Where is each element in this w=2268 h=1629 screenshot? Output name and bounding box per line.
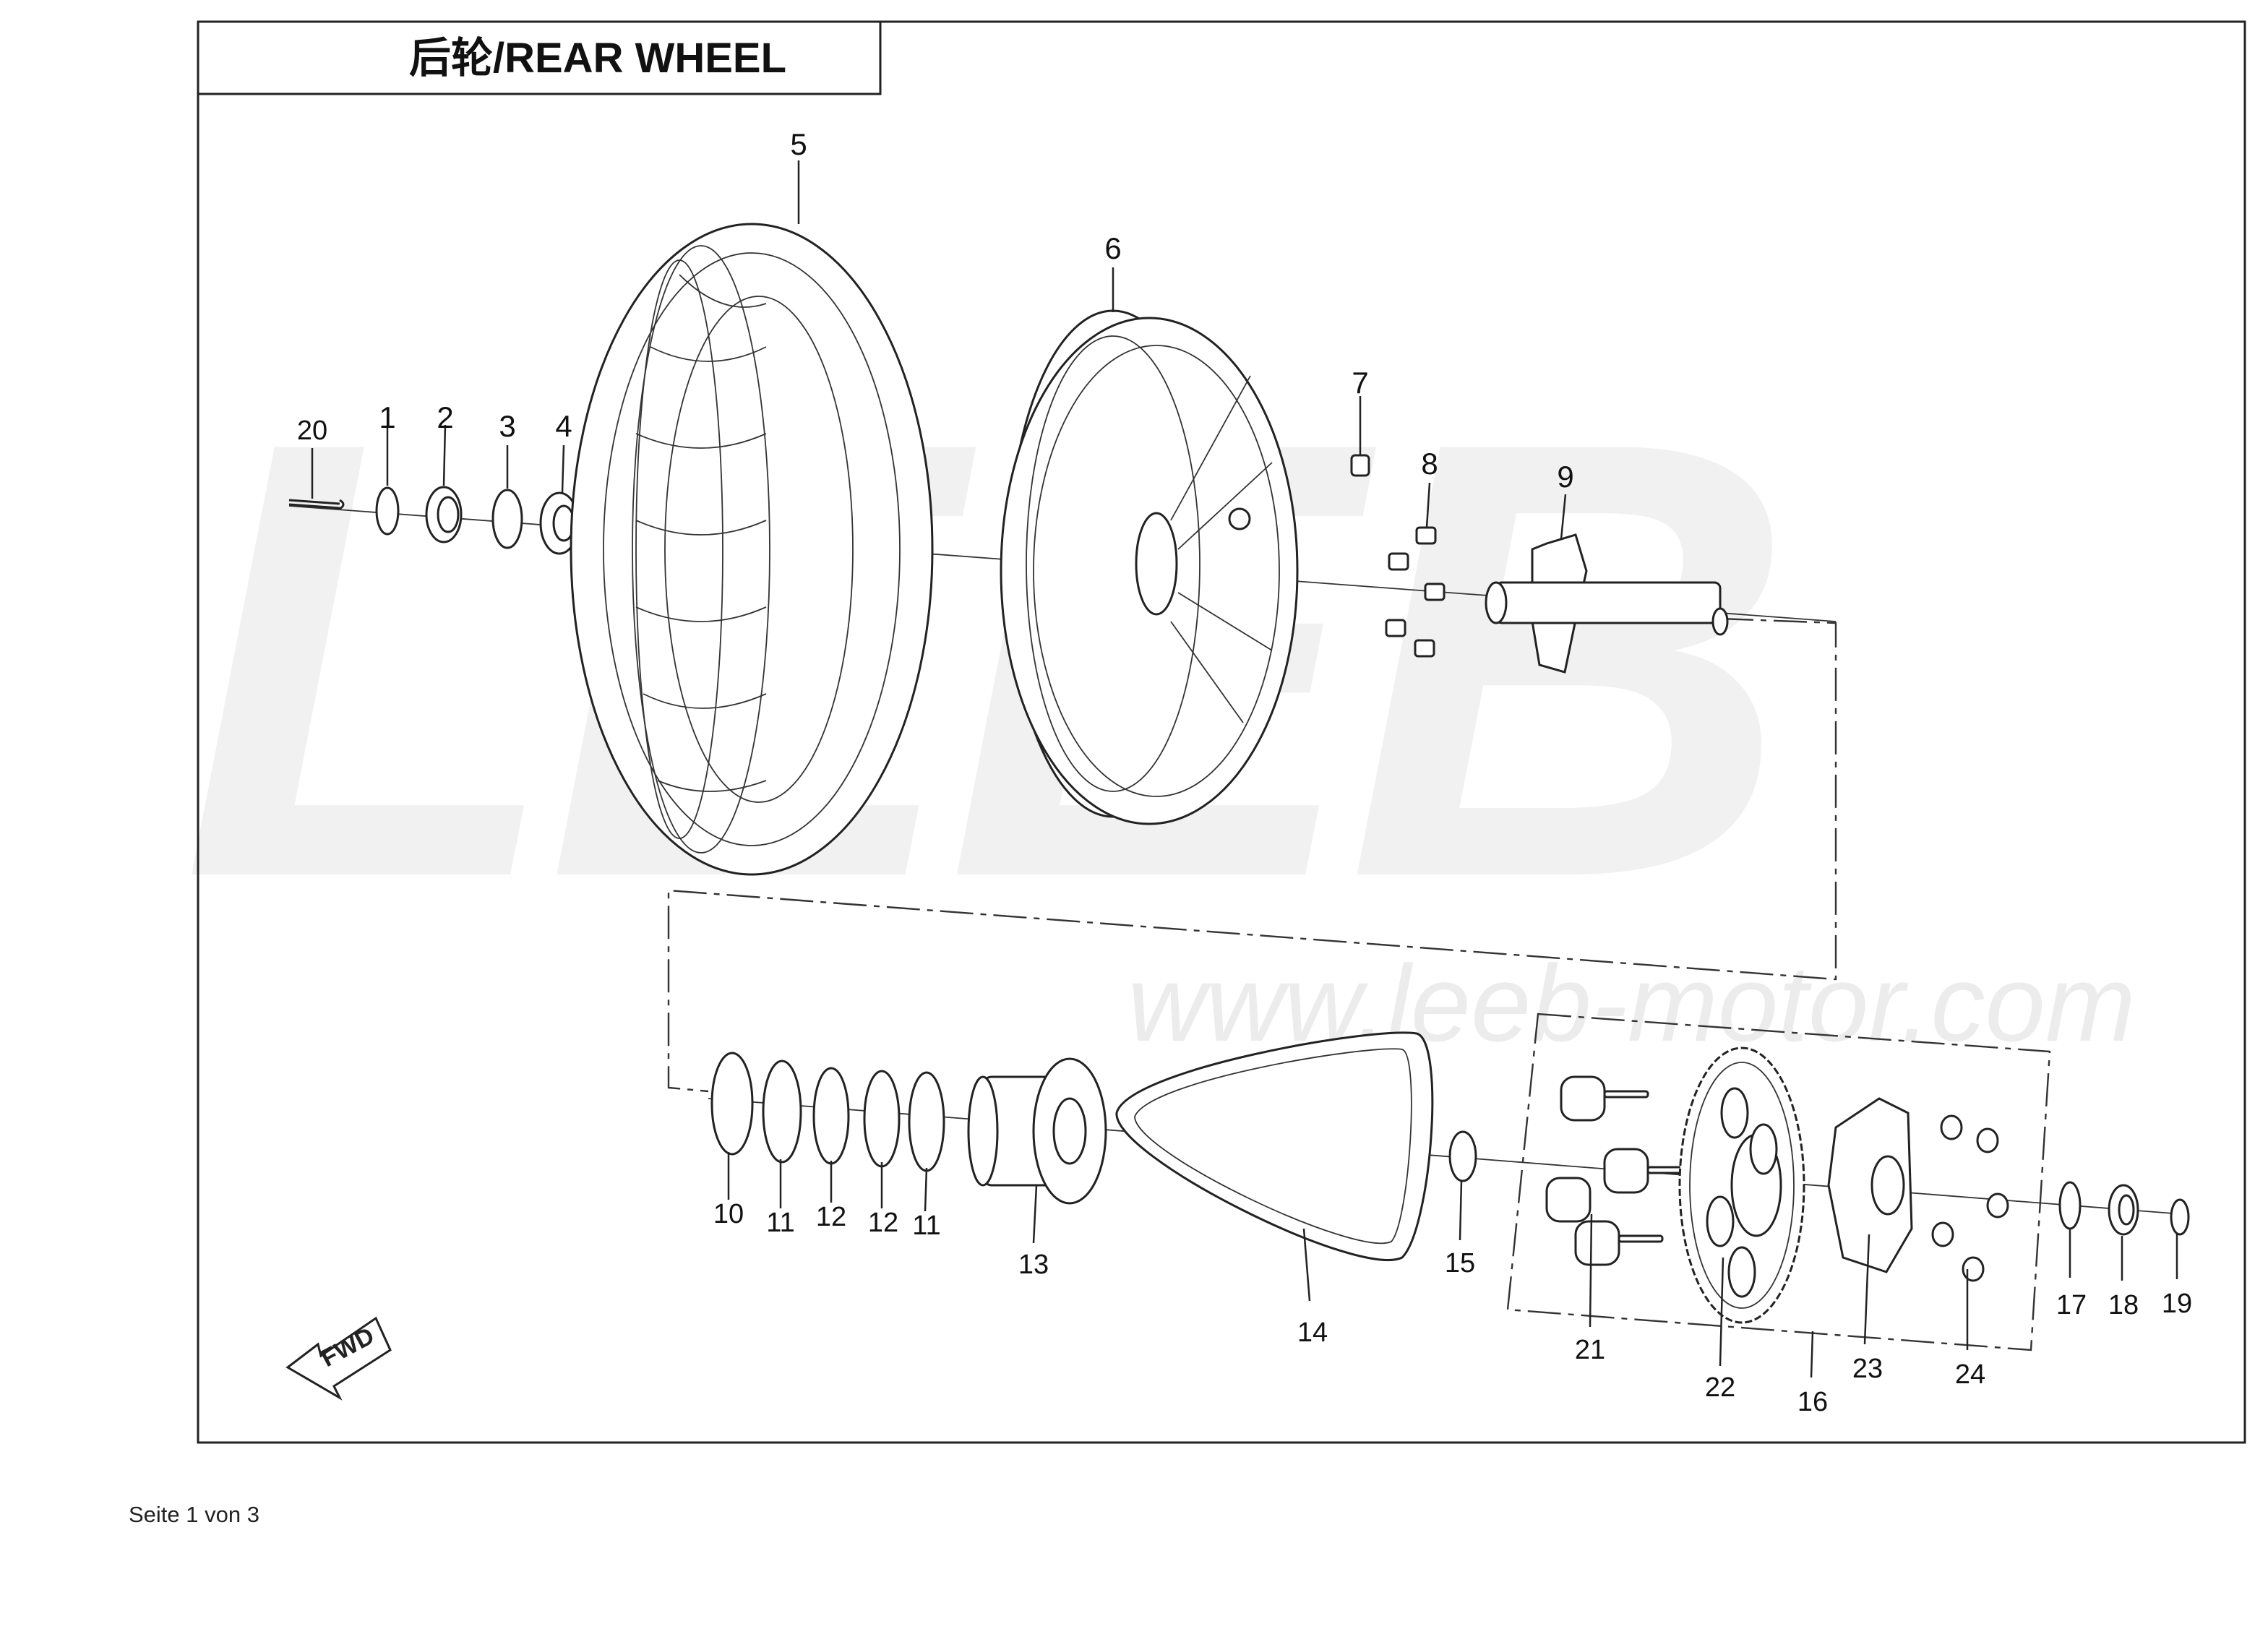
circlip-lower-part xyxy=(710,1052,754,1156)
watermark: LEEB www.leeb-motor.com xyxy=(181,312,2136,1064)
tire-part xyxy=(570,223,934,876)
rubber-dampers-part xyxy=(1545,1075,1693,1266)
callout-2: 2 xyxy=(437,400,453,434)
callout-13: 13 xyxy=(1018,1250,1049,1280)
hub-part xyxy=(967,1057,1107,1205)
callout-labels: 20 1 2 3 4 5 6 7 8 9 10 11 12 12 11 13 1… xyxy=(297,127,2192,1417)
rim-part xyxy=(1000,309,1299,825)
title-box xyxy=(197,20,882,95)
watermark-logo: LEEB xyxy=(181,312,1781,1007)
leader-lines xyxy=(311,160,2178,1378)
callout-21: 21 xyxy=(1575,1335,1605,1365)
callout-12a: 12 xyxy=(816,1202,846,1232)
callout-24: 24 xyxy=(1955,1359,1985,1390)
callout-18: 18 xyxy=(2108,1290,2139,1320)
callout-3: 3 xyxy=(499,409,515,443)
callout-6: 6 xyxy=(1104,231,1121,265)
callout-5: 5 xyxy=(790,127,807,161)
axle-nut-part xyxy=(425,486,463,543)
axle-nut-lower-part xyxy=(2108,1184,2139,1236)
callout-22: 22 xyxy=(1705,1372,1735,1403)
callout-9: 9 xyxy=(1557,460,1573,494)
circlip-end-part xyxy=(2170,1198,2190,1236)
seal-part-1 xyxy=(762,1060,802,1164)
callout-16: 16 xyxy=(1797,1387,1828,1417)
callout-15: 15 xyxy=(1445,1248,1475,1278)
callout-23: 23 xyxy=(1852,1354,1883,1384)
washer-part xyxy=(491,489,523,549)
callout-4: 4 xyxy=(555,409,572,443)
bearing-part-2 xyxy=(863,1070,901,1168)
callout-1: 1 xyxy=(379,400,395,434)
watermark-url: www.leeb-motor.com xyxy=(1127,942,2136,1064)
page-footer: Seite 1 von 3 xyxy=(129,1502,259,1527)
washer-lower-part xyxy=(2058,1181,2082,1230)
sprocket-carrier-part xyxy=(1827,1097,1913,1273)
seal-part-2 xyxy=(908,1071,945,1172)
axle-part xyxy=(1485,533,1729,674)
callout-12b: 12 xyxy=(868,1208,898,1238)
diagram-frame xyxy=(197,20,2246,1444)
sprocket-part xyxy=(1678,1046,1805,1324)
callout-20: 20 xyxy=(297,416,327,446)
spacer-part xyxy=(539,491,580,555)
callout-7: 7 xyxy=(1352,366,1368,400)
callout-17: 17 xyxy=(2056,1290,2087,1320)
callout-14: 14 xyxy=(1297,1318,1328,1348)
sprocket-group-box xyxy=(1506,1013,2051,1351)
valve-part xyxy=(1350,454,1370,477)
callout-11a: 11 xyxy=(766,1208,794,1238)
bearing-part-1 xyxy=(812,1067,850,1165)
callout-19: 19 xyxy=(2162,1289,2192,1319)
spacer-lower-part xyxy=(1448,1130,1477,1182)
callout-11b: 11 xyxy=(912,1211,940,1241)
circlip-part xyxy=(375,486,400,536)
assembly-line xyxy=(667,617,1837,1093)
cotter-pin-part xyxy=(288,499,345,510)
callout-8: 8 xyxy=(1421,447,1438,481)
fwd-arrow-icon: FWD xyxy=(285,1316,392,1401)
bolts-part xyxy=(1385,526,1446,658)
page-title: 后轮/REAR WHEEL xyxy=(409,35,786,82)
damper-part xyxy=(1115,1031,1434,1261)
callout-10: 10 xyxy=(713,1199,744,1229)
nuts-part xyxy=(1931,1114,2009,1282)
